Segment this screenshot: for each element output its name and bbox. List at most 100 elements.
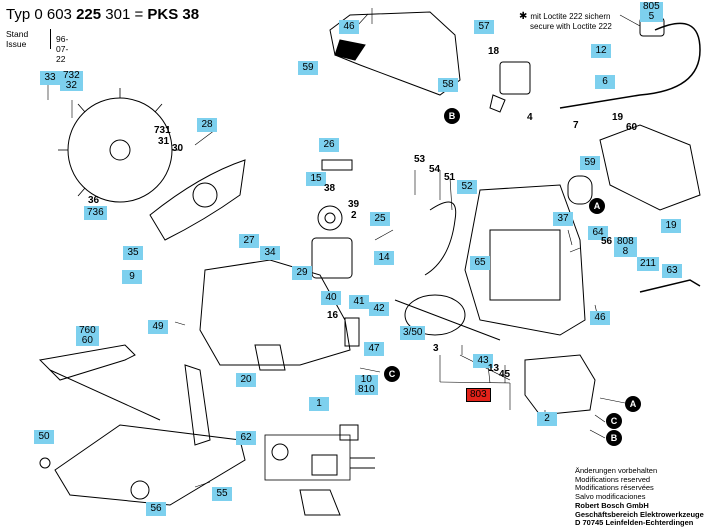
part-label[interactable]: 47	[364, 342, 384, 356]
part-label[interactable]: 736	[84, 206, 107, 220]
part-label[interactable]: 62	[236, 431, 256, 445]
company-name: Robert Bosch GmbH	[575, 500, 649, 510]
part-number[interactable]: 30	[172, 143, 184, 154]
part-label[interactable]: 65	[470, 256, 490, 270]
part-number[interactable]: 3	[433, 343, 439, 354]
armature	[404, 294, 466, 336]
issue-block: Stand Issue 96-07-22	[6, 29, 68, 64]
part-label[interactable]: 43	[473, 354, 493, 368]
handle-housing	[199, 259, 351, 366]
part-label[interactable]: 56	[146, 502, 166, 516]
callout-c[interactable]: C	[384, 366, 400, 382]
part-label[interactable]: 46	[339, 20, 359, 34]
part-label[interactable]: 50	[34, 430, 54, 444]
part-label-line: 8	[622, 246, 629, 257]
part-label[interactable]: 14	[374, 251, 394, 265]
part-label[interactable]: 6	[595, 75, 615, 89]
part-label[interactable]: 15	[306, 172, 326, 186]
callout-c[interactable]: C	[606, 413, 622, 429]
part-number[interactable]: 19	[612, 112, 624, 123]
part-label[interactable]: 12	[591, 44, 611, 58]
part-number[interactable]: 36	[88, 195, 100, 206]
part-label[interactable]: 57	[474, 20, 494, 34]
title-model: PKS 38	[147, 6, 200, 23]
part-number[interactable]: 54	[429, 164, 441, 175]
rip-fence	[38, 344, 136, 381]
part-label[interactable]: 42	[369, 302, 389, 316]
part-label[interactable]: 40	[321, 291, 341, 305]
callout-a[interactable]: A	[589, 198, 605, 214]
part-number[interactable]: 731	[154, 125, 171, 136]
loctite-note: ✱mit Loctite 222 sichern secure with Loc…	[519, 12, 612, 31]
part-number[interactable]: 51	[444, 172, 456, 183]
stand-label: Stand	[6, 29, 29, 39]
part-number[interactable]: 45	[499, 369, 511, 380]
part-label[interactable]: 2	[537, 412, 557, 426]
part-number[interactable]: 38	[324, 183, 336, 194]
callout-a[interactable]: A	[625, 396, 641, 412]
part-label[interactable]: 28	[197, 118, 217, 132]
part-label-line: 732	[63, 70, 80, 81]
part-number[interactable]: 39	[348, 199, 360, 210]
part-number[interactable]: 18	[488, 46, 500, 57]
part-label[interactable]: 55	[212, 487, 232, 501]
part-label-line: 805	[643, 1, 660, 12]
part-label[interactable]: 46	[590, 311, 610, 325]
part-label[interactable]: 9	[122, 270, 142, 284]
part-label[interactable]: 1	[309, 397, 329, 411]
mains-cable	[559, 22, 701, 109]
issue-label: Issue	[6, 39, 27, 49]
note-line: Salvo modificaciones	[575, 492, 646, 502]
loctite-line-1: mit Loctite 222 sichern	[530, 12, 611, 21]
part-label[interactable]: 20	[236, 373, 256, 387]
part-number[interactable]: 56	[601, 236, 613, 247]
part-label[interactable]: 19	[661, 219, 681, 233]
part-number[interactable]: 4	[527, 112, 533, 123]
saw-blade	[67, 97, 173, 203]
part-number[interactable]: 60	[626, 122, 638, 133]
part-label[interactable]: 41	[349, 295, 369, 309]
part-label[interactable]: 27	[239, 234, 259, 248]
part-label[interactable]: 26	[319, 138, 339, 152]
part-label[interactable]: 35	[123, 246, 143, 260]
part-number[interactable]: 31	[158, 136, 170, 147]
part-label[interactable]: 211	[637, 257, 659, 271]
part-label[interactable]: 37	[553, 212, 573, 226]
part-label[interactable]: 34	[260, 246, 280, 260]
part-number[interactable]: 7	[573, 120, 579, 131]
part-label-highlighted[interactable]: 803	[466, 388, 491, 402]
note-line: Änderungen vorbehalten	[575, 466, 658, 475]
callout-b[interactable]: B	[444, 108, 460, 124]
document-title: Typ 0 603 225 301 = PKS 38	[6, 6, 199, 23]
part-label[interactable]: 59	[298, 61, 318, 75]
part-label[interactable]: 49	[148, 320, 168, 334]
title-prefix: Typ 0 603	[6, 6, 72, 23]
legal-notes: Änderungen vorbehalten Modifications res…	[575, 466, 704, 528]
part-label[interactable]: 63	[662, 264, 682, 278]
lower-guard	[149, 159, 246, 241]
title-mid: 301 =	[105, 6, 144, 23]
part-label[interactable]: 59	[580, 156, 600, 170]
part-label[interactable]: 52	[457, 180, 477, 194]
part-number[interactable]: 53	[414, 154, 426, 165]
brush-holder	[344, 317, 360, 347]
part-label[interactable]: 29	[292, 266, 312, 280]
part-label[interactable]: 64	[588, 226, 608, 240]
base-plate	[54, 424, 246, 506]
part-label-line: 808	[617, 236, 634, 247]
part-number[interactable]: 2	[351, 210, 357, 221]
part-label-line: 760	[79, 325, 96, 336]
part-label[interactable]: 3/50	[400, 326, 426, 340]
part-number[interactable]: 16	[327, 310, 339, 321]
part-label[interactable]: 25	[370, 212, 390, 226]
part-label[interactable]: 58	[438, 78, 458, 92]
callout-b[interactable]: B	[606, 430, 622, 446]
part-label[interactable]: 33	[40, 71, 60, 85]
part-number[interactable]: 13	[488, 363, 500, 374]
